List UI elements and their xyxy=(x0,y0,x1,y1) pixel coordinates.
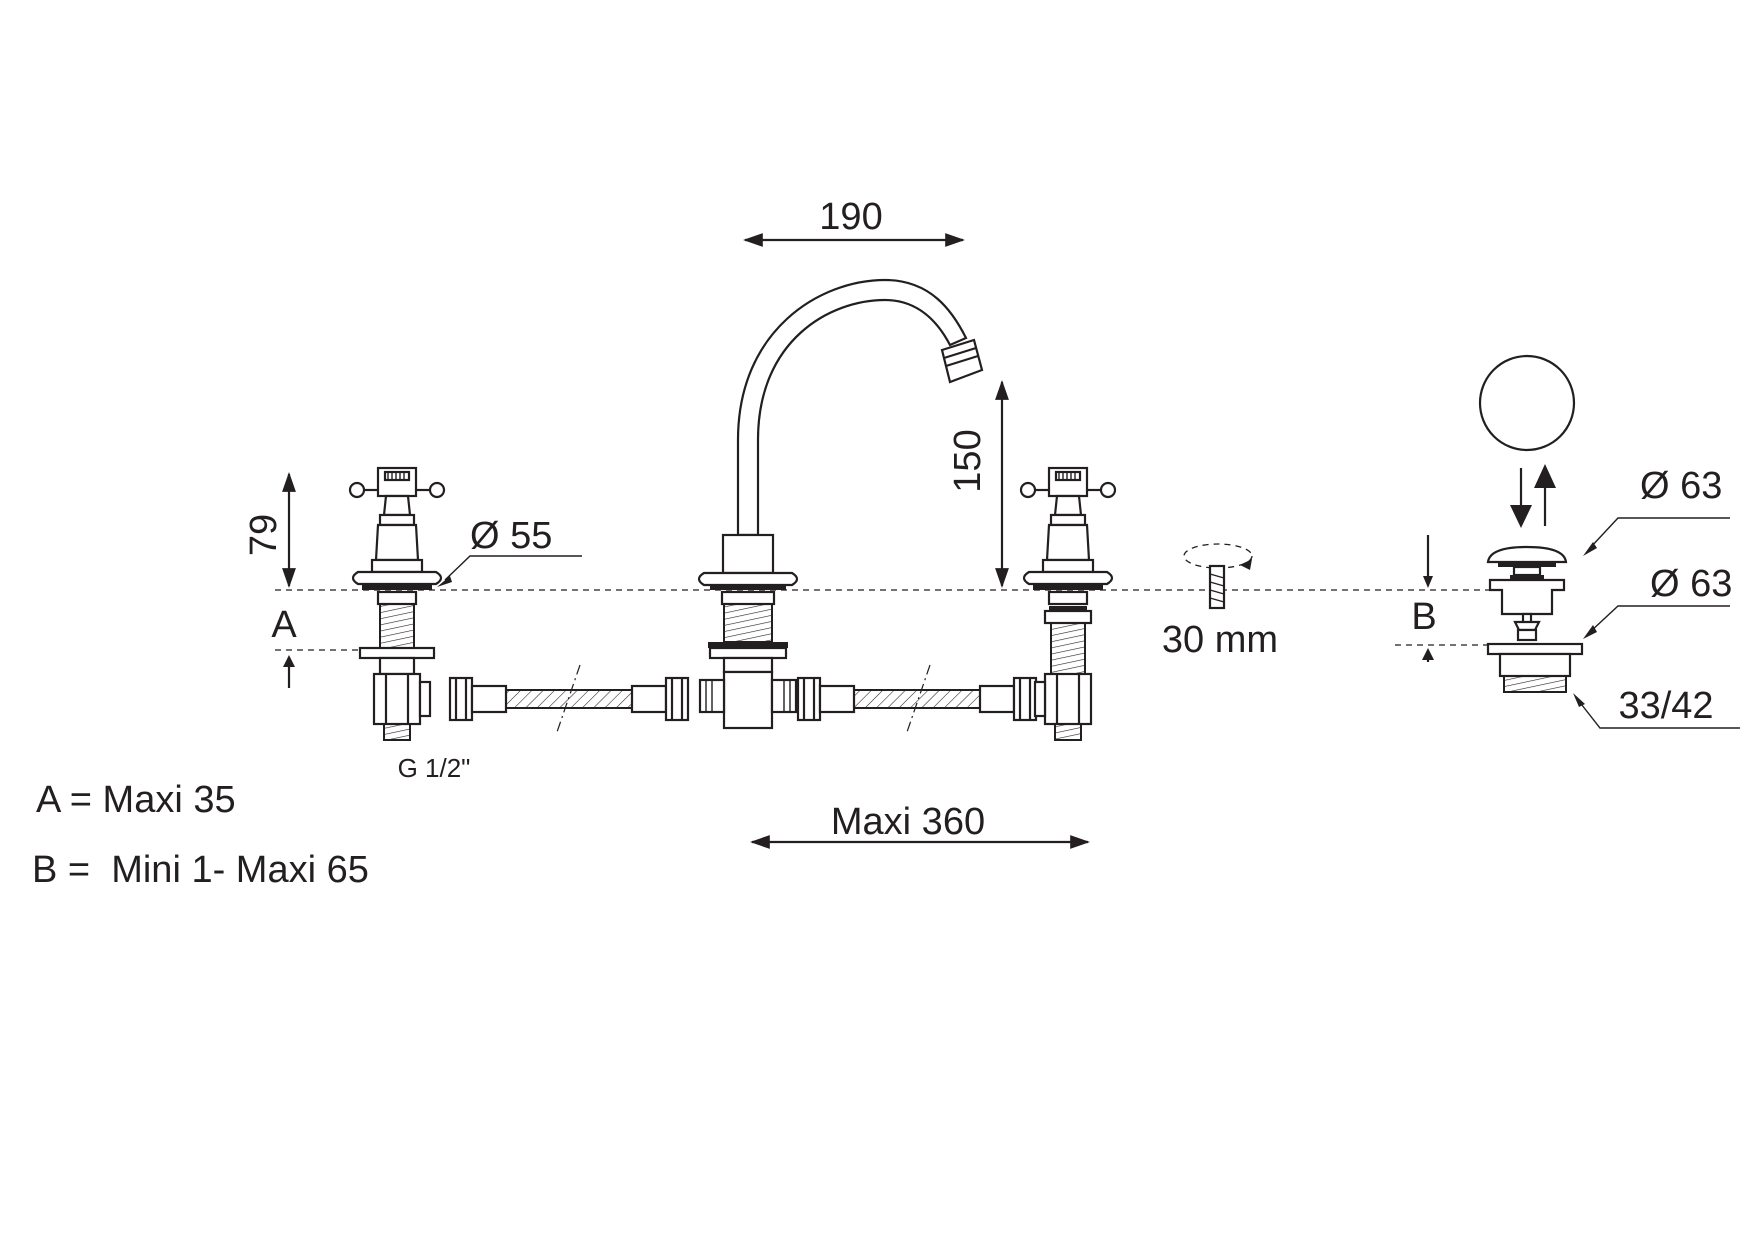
label-fixing-length: 30 mm xyxy=(1162,619,1278,661)
leader-flange-diameter xyxy=(437,555,582,587)
label-waste-thread: 33/42 xyxy=(1618,685,1713,727)
label-waste-flange-diameter: Ø 63 xyxy=(1650,563,1732,605)
legend-a: A = Maxi 35 xyxy=(36,779,236,821)
label-connector-thread: G 1/2" xyxy=(398,753,471,783)
left-flexible-hose xyxy=(448,664,690,736)
fixing-screw xyxy=(1183,543,1253,610)
label-flange-diameter: Ø 55 xyxy=(470,515,552,557)
up-down-arrows-icon xyxy=(1510,464,1556,528)
legend-b: B = Mini 1- Maxi 65 xyxy=(32,849,369,891)
centre-spout xyxy=(697,278,984,730)
label-spout-reach: 190 xyxy=(819,196,882,238)
label-waste-thickness: B xyxy=(1411,596,1436,638)
dimension-b xyxy=(1422,535,1434,662)
leader-waste-thread xyxy=(1573,693,1740,729)
waste-cap-top-view xyxy=(1478,354,1576,452)
click-clack-waste xyxy=(1486,545,1584,693)
right-valve xyxy=(1019,466,1117,741)
right-flexible-hose xyxy=(796,664,1038,736)
label-waste-cap-diameter: Ø 63 xyxy=(1640,465,1722,507)
label-hose-spacing: Maxi 360 xyxy=(831,801,985,843)
label-spout-height: 150 xyxy=(947,429,989,492)
label-deck-thickness: A xyxy=(271,604,297,646)
label-handle-height: 79 xyxy=(243,514,285,556)
leader-waste-cap-diameter xyxy=(1583,517,1730,556)
leader-waste-flange-diameter xyxy=(1583,605,1730,639)
left-valve xyxy=(348,466,446,741)
dimension-a xyxy=(283,655,295,688)
